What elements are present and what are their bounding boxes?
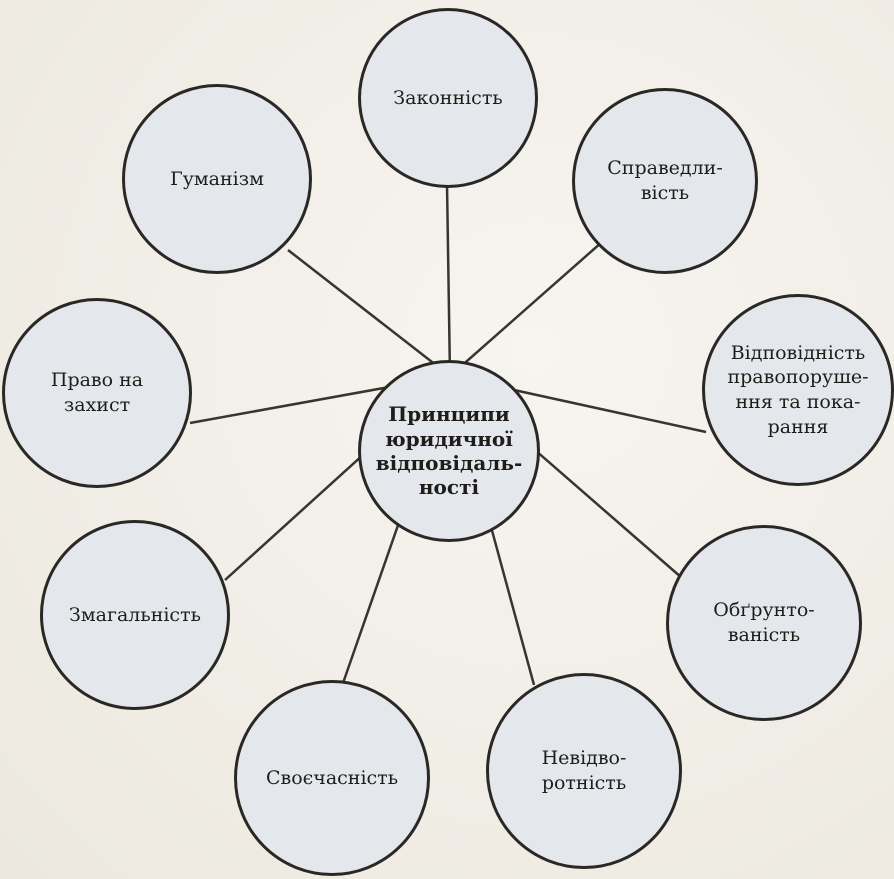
node-zmahalnist: Змагальність	[40, 520, 230, 710]
node-pravo-na-zakhyst: Право на захист	[2, 298, 192, 488]
node-label: Законність	[393, 86, 503, 109]
center-node: Принципи юридичної відповідаль- ності	[358, 360, 540, 542]
node-label: Змагальність	[69, 603, 201, 626]
node-label: Обґрунто- ваність	[713, 599, 815, 646]
node-vidpovidnist: Відповідність правопоруше- ння та пока- …	[702, 294, 894, 486]
center-label: Принципи юридичної відповідаль- ності	[375, 402, 523, 500]
node-label: Право на захист	[50, 369, 144, 416]
node-obgruntovanist: Обґрунто- ваність	[666, 525, 862, 721]
node-svoiechasnist: Своєчасність	[234, 680, 430, 876]
node-zakonnist: Законність	[358, 8, 538, 188]
link-spravedlyvist	[449, 241, 603, 377]
node-label: Гуманізм	[170, 167, 264, 190]
node-label: Невідво- ротність	[541, 747, 627, 794]
node-label: Своєчасність	[265, 766, 399, 789]
node-label: Відповідність правопоруше- ння та пока- …	[727, 341, 869, 438]
link-humanizm	[287, 249, 451, 377]
node-label: Справедли- вість	[607, 157, 723, 204]
node-nevidvorotnist: Невідво- ротність	[486, 673, 682, 869]
link-zakonnist	[445, 183, 452, 377]
node-spravedlyvist: Справедли- вість	[572, 88, 758, 274]
node-humanizm: Гуманізм	[122, 84, 312, 274]
